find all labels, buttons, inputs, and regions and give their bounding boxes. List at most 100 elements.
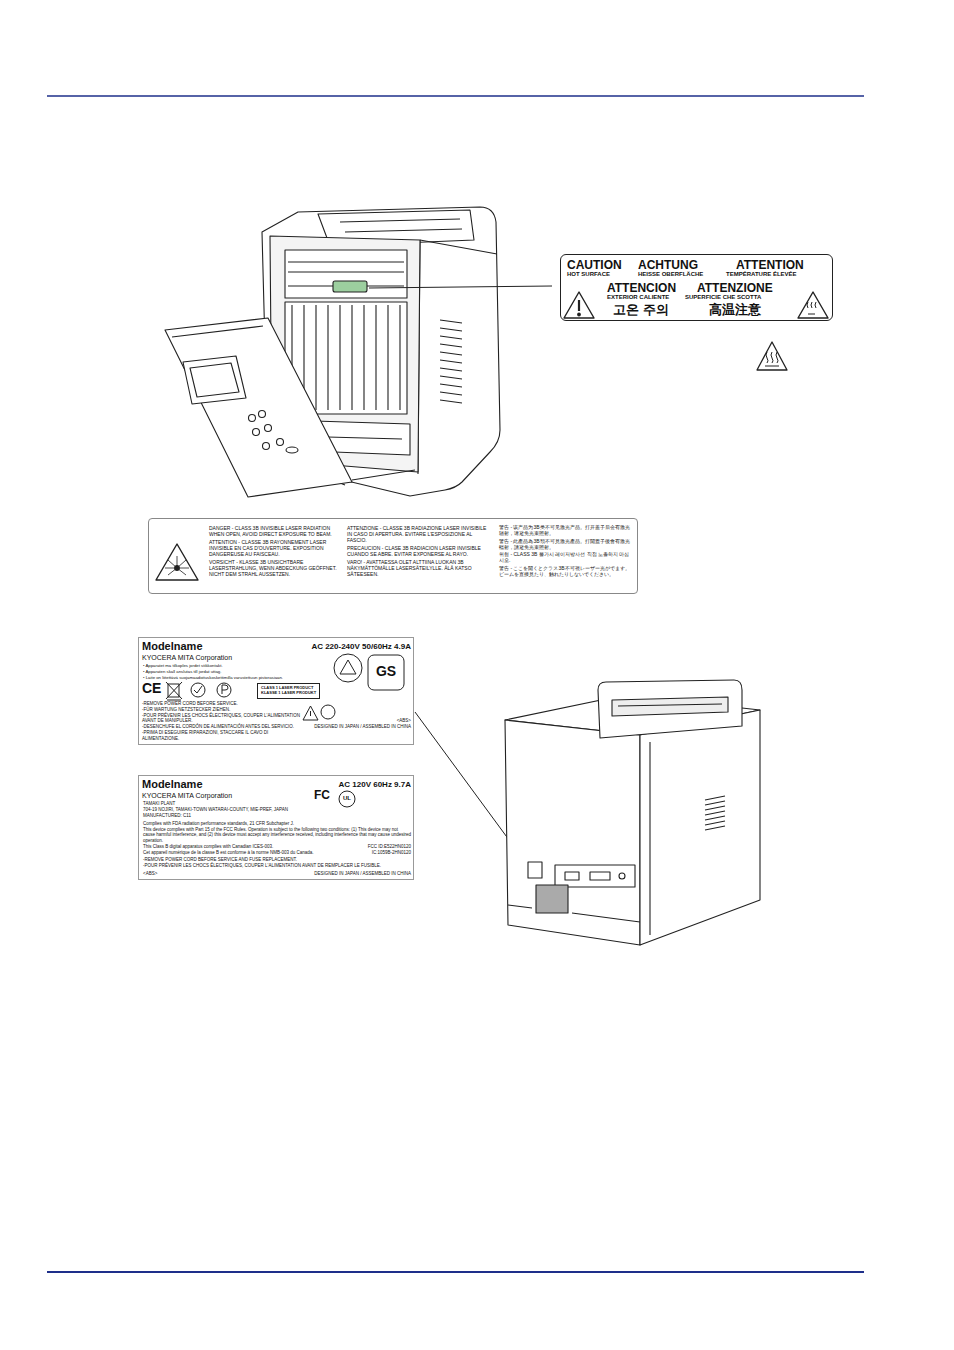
- label-text: This Class B digital apparatus complies …: [143, 844, 331, 849]
- label-text: KYOCERA MITA Corporation: [142, 654, 292, 662]
- label-text: EXTERIOR CALIENTE: [607, 294, 683, 301]
- printer-open-front: [292, 305, 400, 410]
- hot-surface-icon: [765, 352, 779, 366]
- caution-triangles: [564, 292, 828, 318]
- laser-warning-symbol: [165, 556, 189, 575]
- certification-logos: [303, 706, 318, 720]
- label-text: 704-19 NOJIRI, TAMAKI-TOWN WATARAI-COUNT…: [143, 807, 311, 812]
- printer-rear: [505, 680, 760, 945]
- hot-surface-icon: [757, 342, 787, 370]
- printer-rear: [565, 872, 579, 880]
- caution-label: CAUTIONHOT SURFACEACHTUNGHEISSE OBERFLÄC…: [560, 254, 833, 321]
- certification-logos: [334, 654, 362, 682]
- logo-text: UL: [340, 795, 354, 802]
- caution-triangles: [798, 292, 828, 318]
- label-text: ACHTUNG: [638, 258, 718, 272]
- certification-logos: [340, 660, 356, 674]
- printer-rear: [618, 704, 722, 706]
- label-text: -PRIMA DI ESEGUIRE RIPARAZIONI, STACCARE…: [142, 730, 300, 741]
- label-text: This device complies with Part 15 of the…: [143, 827, 411, 843]
- label-text: 위험 - CLASS 3B 불가시 레이저방사선 직접 노출하지 마십시오.: [499, 551, 633, 563]
- laser-class-box: CLASS 1 LASER PRODUCTKLASSE 1 LASER PROD…: [257, 683, 320, 699]
- printer-rear: [640, 710, 760, 945]
- printer-rear: [598, 680, 742, 738]
- printer-open-front: [190, 363, 239, 397]
- printer-open-front: [277, 439, 284, 446]
- label-text: AC 120V 60Hz 9.7A: [289, 780, 411, 790]
- label-text: Modelname: [142, 640, 282, 653]
- laser-warning-label: DANGER - CLASS 3B INVISIBLE LASER RADIAT…: [148, 518, 638, 594]
- label-text: TEMPÉRATURE ÉLEVÉE: [726, 271, 826, 278]
- label-text: HOT SURFACE: [567, 271, 637, 278]
- rating-label: ModelnameAC 220-240V 50/60Hz 4.9A KYOCERA…: [138, 637, 414, 745]
- page-rule: [47, 95, 864, 97]
- certification-logos: [217, 683, 231, 697]
- printer-open-front: [253, 429, 260, 436]
- caution-triangles: [578, 300, 580, 311]
- logo-text: CE: [142, 680, 161, 697]
- printer-open-front: [259, 411, 266, 418]
- printer-rear: [705, 796, 725, 830]
- printer-open-front: [172, 326, 263, 337]
- label-text: KYOCERA MITA Corporation: [142, 792, 292, 800]
- label-text: CAUTION: [567, 258, 637, 272]
- certification-logos: [222, 685, 228, 694]
- label-text: DESIGNED IN JAPAN / ASSEMBLED IN CHINA: [259, 724, 411, 729]
- certification-logos: [191, 683, 205, 697]
- caution-triangles: [807, 302, 816, 314]
- printer-rear: [590, 872, 610, 880]
- printer-open-front: [285, 250, 407, 298]
- label-text: TAMAKI PLANT: [143, 801, 311, 806]
- printer-open-front: [418, 240, 497, 474]
- label-text: ATTENTION - CLASSE 3B RAYONNEMENT LASER …: [209, 539, 341, 557]
- logo-text: FC: [314, 788, 330, 802]
- label-text: 警告 - ここを開くとクラス3B不可視レーザー光がでます。ビームを直接見たり、触…: [499, 565, 633, 577]
- logo-text: GS: [371, 663, 401, 680]
- label-text: IC:1059B-2HN0120: [333, 850, 411, 855]
- printer-rear: [619, 873, 625, 879]
- printer-rear: [508, 905, 640, 922]
- rating-label: Modelname AC 120V 60Hz 9.7A KYOCERA MITA C…: [138, 775, 414, 880]
- label-text: 고온 주의: [613, 302, 693, 318]
- certification-logos: [339, 791, 355, 807]
- label-text: -FÜR WARTUNG NETZSTECKER ZIEHEN.: [142, 707, 300, 712]
- label-text: • Apparaten skall anslutas till jordat u…: [143, 669, 333, 674]
- printer-rear: [505, 720, 640, 945]
- label-text: • Apparatet må tilkoples jordet stikkont…: [143, 663, 333, 668]
- label-text: -POUR PRÉVENIR LES CHOCS ÉLECTRIQUES, CO…: [143, 863, 411, 868]
- printer-open-front: [286, 447, 298, 453]
- label-text: 高温注意: [709, 302, 789, 318]
- label-text: VORSICHT - KLASSE 3B UNSICHTBARE LASERST…: [209, 559, 341, 577]
- label-text: AC 220-240V 50/60Hz 4.9A: [259, 642, 411, 652]
- label-text: ATTENZIONE - CLASSE 3B RADIAZIONE LASER …: [347, 525, 492, 543]
- label-text: Modelname: [142, 778, 282, 791]
- label-text: DESIGNED IN JAPAN / ASSEMBLED IN CHINA: [259, 871, 411, 876]
- printer-open-front: [165, 318, 352, 497]
- certification-logos: [166, 682, 182, 700]
- printer-rear: [555, 865, 635, 887]
- label-text: HEISSE OBERFLÄCHE: [638, 271, 723, 278]
- page-rule: [47, 96, 864, 1272]
- printer-rear: [649, 742, 650, 935]
- laser-warning-symbol: [156, 544, 198, 580]
- label-text: MANUFACTURED: C11: [143, 813, 311, 818]
- label-text: 警告 - 此產品為3B類不可見激光產品。打開蓋子後會有激光輻射，請避免光束照射。: [499, 538, 633, 550]
- certification-logos: [368, 655, 404, 690]
- laser-warning-symbol: [156, 544, 198, 580]
- printer-open-front: [340, 219, 462, 232]
- caution-triangles: [564, 292, 594, 318]
- label-text: ATTENTION: [736, 258, 831, 272]
- label-text: VARO! - AVATTAESSA OLET ALTTIINA LUOKAN …: [347, 559, 492, 577]
- leader-line: [369, 286, 552, 288]
- hot-surface-icon: [757, 342, 787, 370]
- label-text: PRECAUCION - CLASE 3B RADIACION LASER IN…: [347, 545, 492, 557]
- certification-logos: [194, 686, 202, 693]
- printer-rear: [612, 697, 728, 716]
- label-text: ATTENZIONE: [697, 281, 797, 295]
- label-text: ATTENCION: [607, 281, 692, 295]
- label-text: FCC ID:E522HN0120: [333, 844, 411, 849]
- printer-open-front: [333, 281, 367, 292]
- label-text: <ABS>: [339, 718, 411, 723]
- page-rule: [47, 1271, 864, 1273]
- label-text: -REMOVE POWER CORD BEFORE SERVICE AND FU…: [143, 857, 411, 862]
